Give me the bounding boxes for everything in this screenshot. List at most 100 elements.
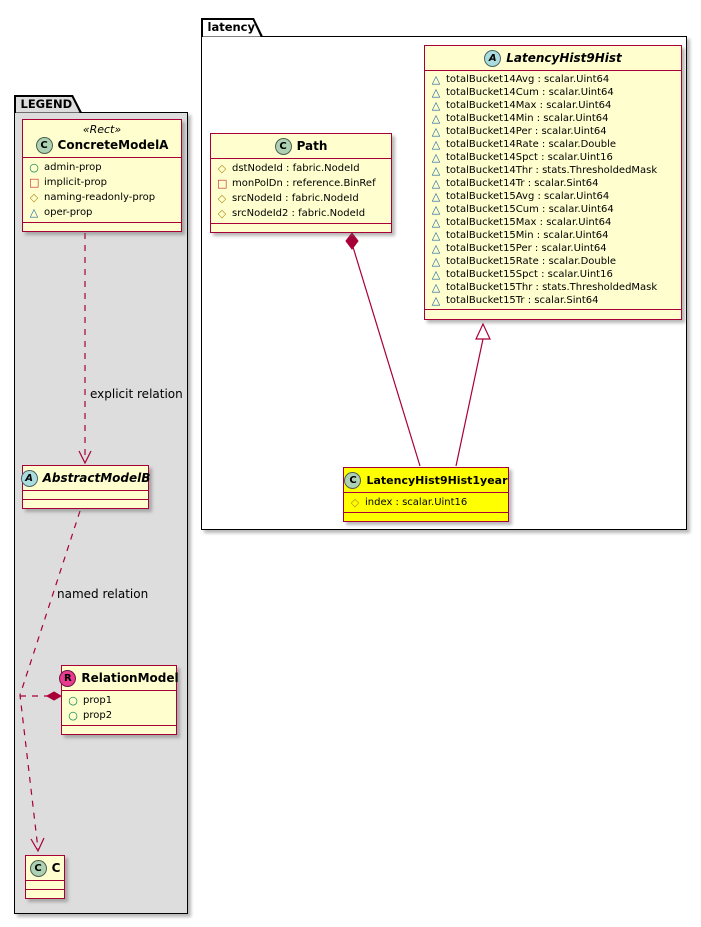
field-row: △ totalBucket14Max : scalar.Uint64 xyxy=(425,99,681,112)
fields-compartment xyxy=(26,881,64,890)
diamond-field-icon: ◇ xyxy=(217,162,227,175)
field-text: totalBucket15Cum : scalar.Uint64 xyxy=(446,204,614,215)
methods-compartment xyxy=(23,500,148,508)
class-name: RelationModel xyxy=(81,671,179,685)
field-text: srcNodeId2 : fabric.NodeId xyxy=(232,208,366,219)
field-row: ◇ srcNodeId : fabric.NodeId xyxy=(211,191,391,206)
field-row: ◇ dstNodeId : fabric.NodeId xyxy=(211,161,391,176)
field-text: totalBucket15Per : scalar.Uint64 xyxy=(446,243,607,254)
methods-compartment xyxy=(26,890,64,898)
class-concrete-model-a: «Rect» C ConcreteModelA ○ admin-prop □ i… xyxy=(22,119,182,232)
abstract-spot-icon: A xyxy=(484,49,502,67)
field-text: totalBucket14Max : scalar.Uint64 xyxy=(446,100,612,111)
field-text: totalBucket15Min : scalar.Uint64 xyxy=(446,230,609,241)
class-abstract-model-b: A AbstractModelB xyxy=(20,465,151,509)
field-row: △ totalBucket15Tr : scalar.Sint64 xyxy=(425,294,681,307)
class-name: LatencyHist9Hist xyxy=(506,51,622,65)
field-row: ◇ srcNodeId2 : fabric.NodeId xyxy=(211,206,391,221)
legend-package-title: LEGEND xyxy=(16,97,80,113)
triangle-field-icon: △ xyxy=(431,294,441,307)
fields-compartment: ○ prop1 ○ prop2 xyxy=(62,691,176,726)
legend-package-body xyxy=(14,112,188,914)
methods-compartment xyxy=(23,223,181,231)
fields-compartment: △ totalBucket14Avg : scalar.Uint64 △ tot… xyxy=(425,71,681,310)
field-text: totalBucket14Min : scalar.Uint64 xyxy=(446,113,609,124)
class-spot-icon: C xyxy=(274,137,292,155)
triangle-field-icon: △ xyxy=(431,255,441,268)
fields-compartment: ◇ dstNodeId : fabric.NodeId □ monPolDn :… xyxy=(211,159,391,224)
abstract-spot-icon: A xyxy=(20,469,38,487)
class-latency-hist9hist-1year: C LatencyHist9Hist1year ◇ index : scalar… xyxy=(343,467,509,522)
triangle-field-icon: △ xyxy=(431,151,441,164)
field-text: totalBucket15Avg : scalar.Uint64 xyxy=(446,191,610,202)
circle-field-icon: ○ xyxy=(29,161,39,174)
class-header: A AbstractModelB xyxy=(20,466,151,491)
diamond-field-icon: ◇ xyxy=(350,496,360,509)
triangle-field-icon: △ xyxy=(431,164,441,177)
fields-compartment: ○ admin-prop □ implicit-prop ◇ naming-re… xyxy=(23,158,181,223)
relation-spot-icon: R xyxy=(59,669,77,687)
latency-package-title: latency xyxy=(203,20,261,37)
class-spot-icon: C xyxy=(344,471,362,489)
triangle-field-icon: △ xyxy=(431,268,441,281)
field-text: admin-prop xyxy=(44,162,102,173)
field-row: △ totalBucket15Avg : scalar.Uint64 xyxy=(425,190,681,203)
triangle-field-icon: △ xyxy=(431,73,441,86)
class-header: C LatencyHist9Hist1year xyxy=(344,468,508,493)
field-row: △ totalBucket15Max : scalar.Uint64 xyxy=(425,216,681,229)
explicit-relation-label: explicit relation xyxy=(90,387,183,401)
field-text: dstNodeId : fabric.NodeId xyxy=(232,163,360,174)
class-header: C C xyxy=(26,856,64,881)
field-row: △ totalBucket14Cum : scalar.Uint64 xyxy=(425,86,681,99)
class-header: C Path xyxy=(211,134,391,159)
triangle-field-icon: △ xyxy=(431,203,441,216)
circle-field-icon: ○ xyxy=(68,709,78,722)
class-name: ConcreteModelA xyxy=(57,138,169,152)
methods-compartment xyxy=(62,726,176,734)
square-field-icon: □ xyxy=(29,176,40,189)
legend-package-tab: LEGEND xyxy=(14,95,82,113)
triangle-field-icon: △ xyxy=(431,125,441,138)
triangle-field-icon: △ xyxy=(431,242,441,255)
field-row: △ totalBucket15Rate : scalar.Double xyxy=(425,255,681,268)
class-name: LatencyHist9Hist1year xyxy=(366,473,508,487)
class-name: AbstractModelB xyxy=(42,471,151,485)
field-text: index : scalar.Uint16 xyxy=(365,497,468,508)
class-header: A LatencyHist9Hist xyxy=(425,46,681,71)
triangle-field-icon: △ xyxy=(431,190,441,203)
field-row: □ monPolDn : reference.BinRef xyxy=(211,176,391,191)
field-text: totalBucket15Thr : stats.ThresholdedMask xyxy=(446,282,658,293)
class-name: C xyxy=(51,861,61,875)
methods-compartment xyxy=(211,224,391,232)
class-c: C C xyxy=(25,855,65,899)
methods-compartment xyxy=(425,310,681,319)
field-row: ◇ naming-readonly-prop xyxy=(23,190,181,205)
triangle-field-icon: △ xyxy=(431,229,441,242)
diamond-field-icon: ◇ xyxy=(217,192,227,205)
class-header: «Rect» C ConcreteModelA xyxy=(23,120,181,158)
circle-field-icon: ○ xyxy=(68,694,78,707)
triangle-field-icon: △ xyxy=(431,112,441,125)
field-text: totalBucket14Thr : stats.ThresholdedMask xyxy=(446,165,658,176)
field-text: totalBucket14Rate : scalar.Double xyxy=(446,139,616,150)
field-text: totalBucket15Tr : scalar.Sint64 xyxy=(446,295,599,306)
named-relation-label: named relation xyxy=(57,587,149,601)
field-row: △ totalBucket14Avg : scalar.Uint64 xyxy=(425,73,681,86)
stereotype-label: «Rect» xyxy=(82,123,122,136)
field-row: △ totalBucket14Tr : scalar.Sint64 xyxy=(425,177,681,190)
field-text: srcNodeId : fabric.NodeId xyxy=(232,193,359,204)
triangle-field-icon: △ xyxy=(431,281,441,294)
triangle-field-icon: △ xyxy=(431,216,441,229)
field-row: ○ prop1 xyxy=(62,693,176,708)
field-text: implicit-prop xyxy=(44,177,107,188)
diamond-field-icon: ◇ xyxy=(217,207,227,220)
class-name: Path xyxy=(296,139,328,153)
field-text: totalBucket15Rate : scalar.Double xyxy=(446,256,616,267)
field-row: ○ prop2 xyxy=(62,708,176,723)
field-row: △ totalBucket14Spct : scalar.Uint16 xyxy=(425,151,681,164)
field-text: totalBucket15Max : scalar.Uint64 xyxy=(446,217,612,228)
field-row: ◇ index : scalar.Uint16 xyxy=(344,495,508,510)
class-header: R RelationModel xyxy=(59,666,179,691)
fields-compartment xyxy=(23,491,148,500)
